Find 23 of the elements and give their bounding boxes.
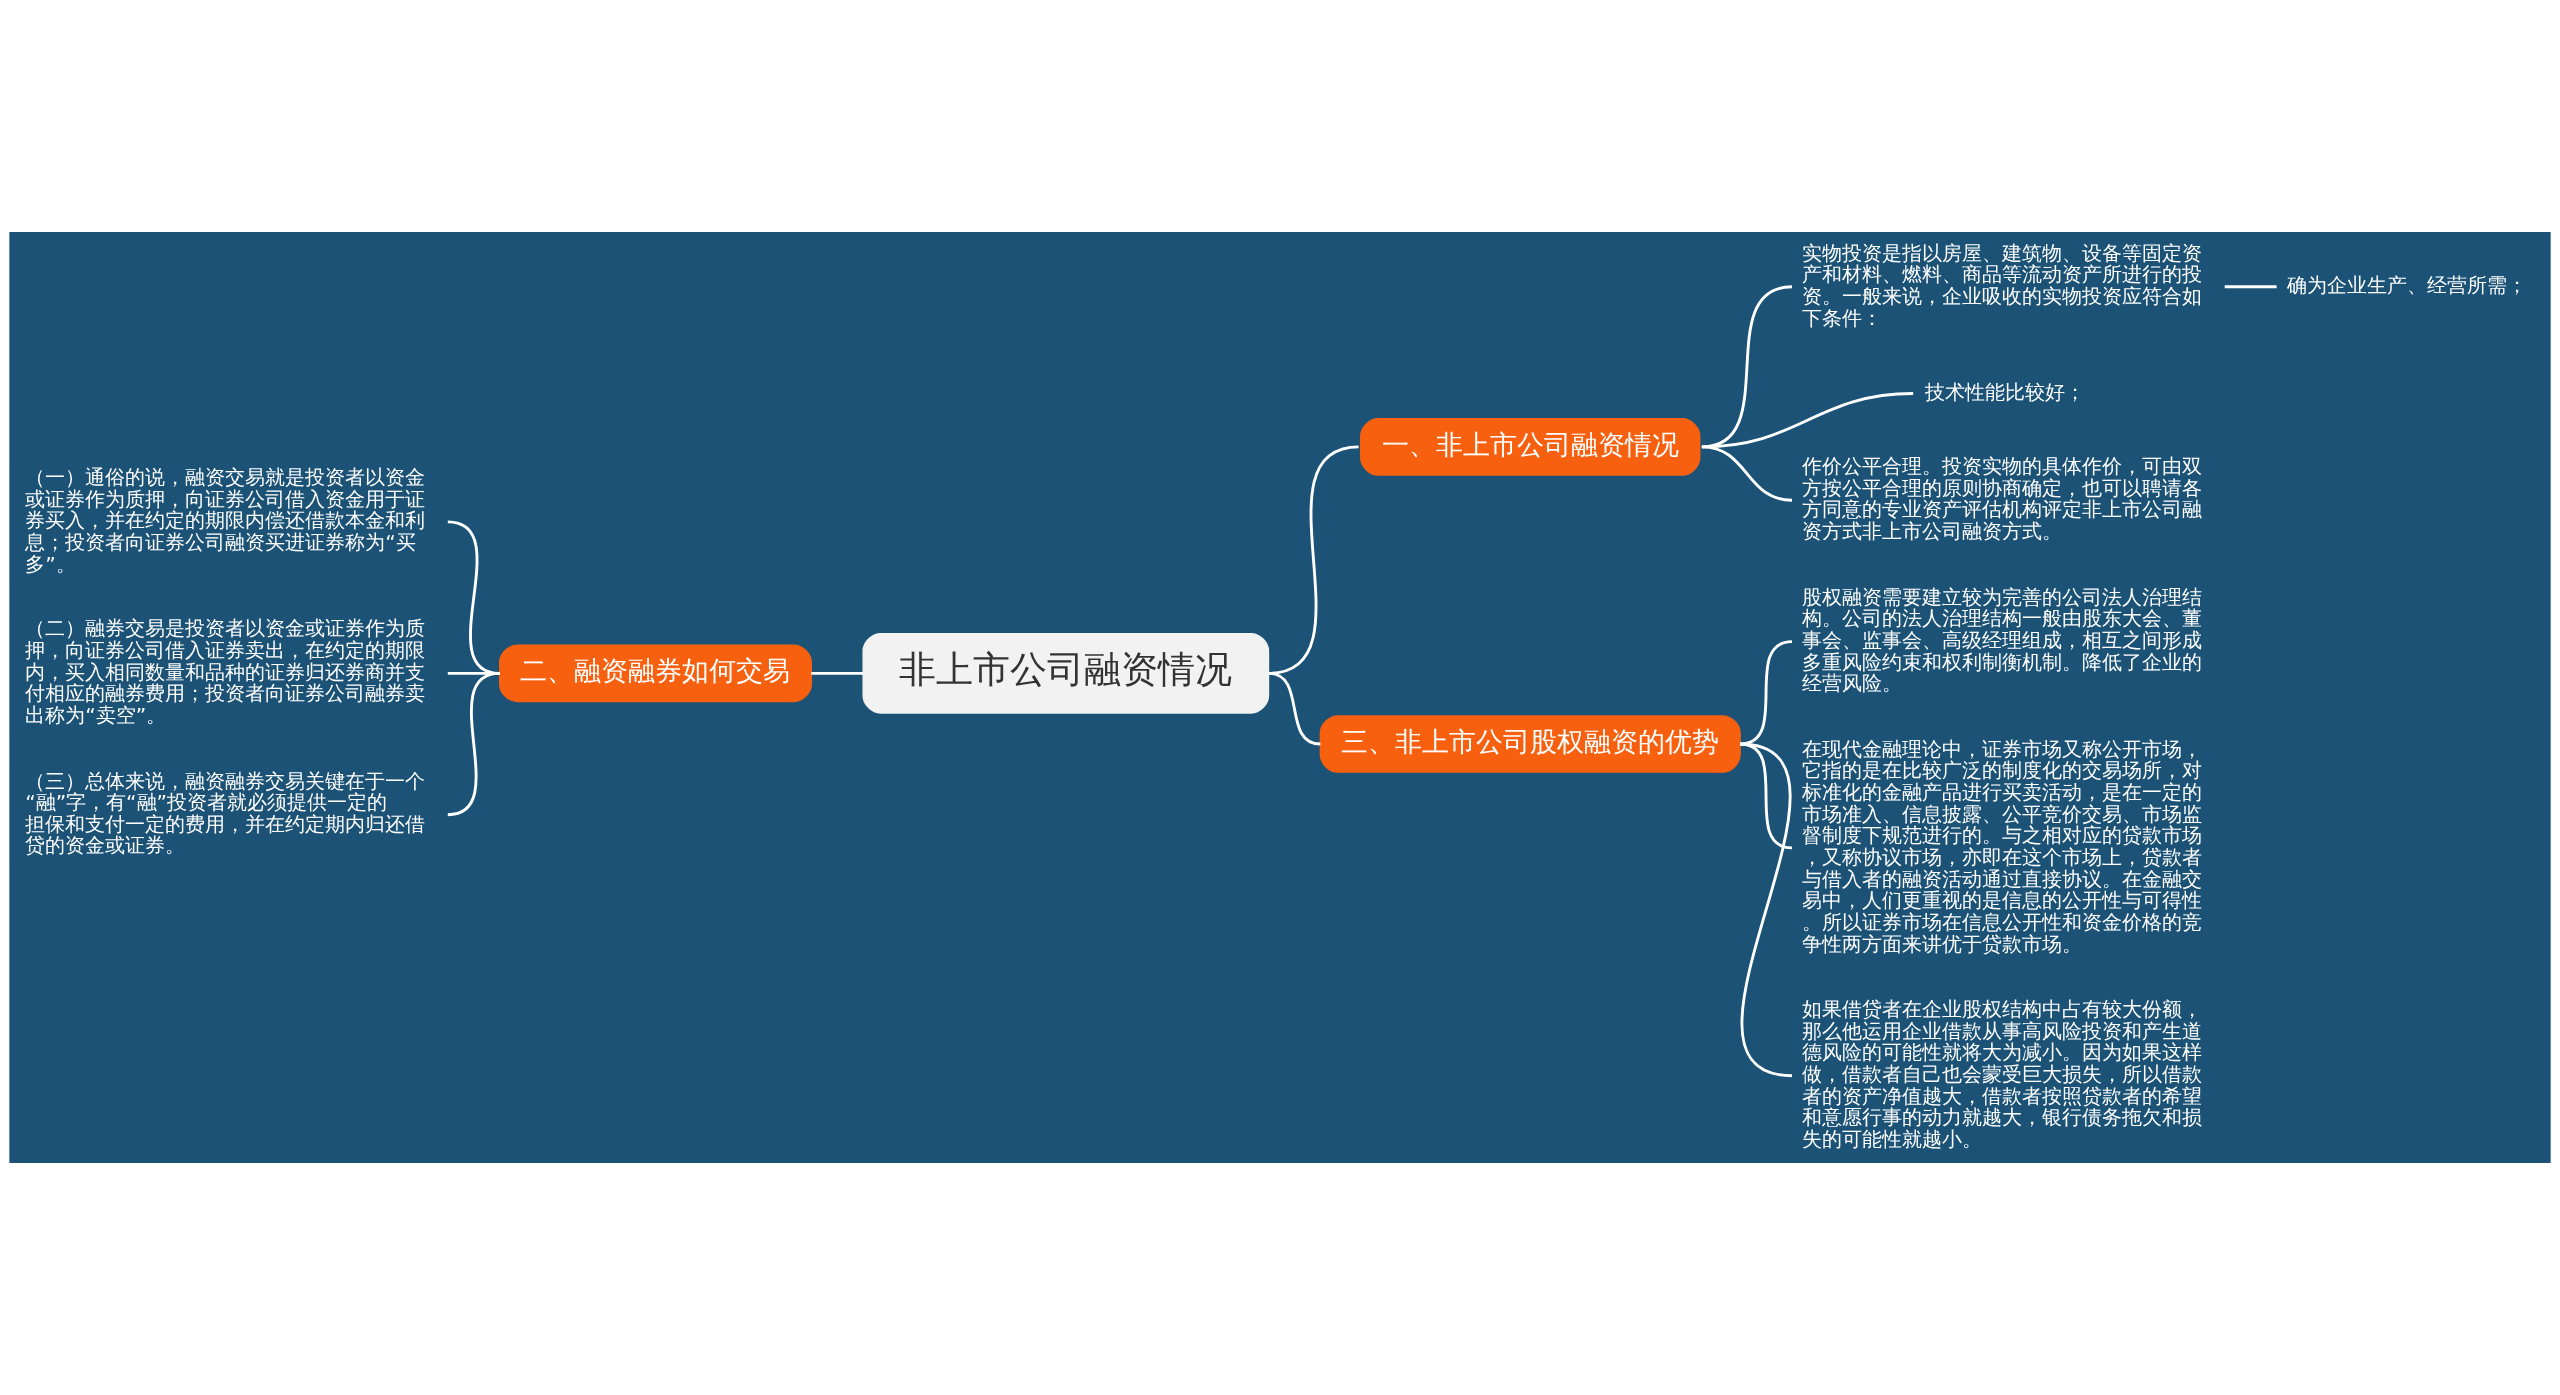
connector <box>811 671 864 675</box>
node-box: 二、融资融券如何交易 <box>499 644 812 703</box>
node-box: 非上市公司融资情况 <box>862 632 1270 714</box>
node-text: 确为企业生产、经营所需； <box>2286 273 2527 298</box>
connector <box>1739 640 1793 746</box>
node-text: （一）通俗的说，融资交易就是投资者以资金或证券作为质押，向证券公司借入资金用于证券买入，并在约定的期限内偿还借款本金和利息；投资者向证券公司融资买进证券称为“买多”。 <box>25 464 426 576</box>
connector <box>447 671 500 817</box>
node-box: 三、非上市公司股权融资的优势 <box>1319 715 1741 773</box>
node-text: 股权融资需要建立较为完善的公司法人治理结构。公司的法人治理结构一般由股东大会、董事会、监事会、高级经理组成，相互之间形成多重风险约束和权利制衡机制。降低了企业的经营风险。 <box>1802 584 2203 696</box>
connector <box>2224 285 2277 289</box>
connector <box>1268 671 1321 746</box>
node-text: 如果借贷者在企业股权结构中占有较大份额，那么他运用企业借款从事高风险投资和产生道德风险的可能性就将大为减小。因为如果这样做，借款者自己也会蒙受巨大损失，所以借款者的资产净值越大，借款者按照贷款者的希望和意愿行事的动力就越大，银行债务拖欠和损失的可能性就越小。 <box>1802 997 2203 1151</box>
node-text: 实物投资是指以房屋、建筑物、设备等固定资产和材料、燃料、商品等流动资产所进行的投资。一般来说，企业吸收的实物投资应符合如下条件： <box>1802 240 2203 330</box>
connector <box>1739 742 1793 850</box>
connector <box>1701 445 1793 502</box>
node-text: （二）融券交易是投资者以资金或证券作为质押，向证券公司借入证券卖出，在约定的期限内，买入相同数量和品种的证券归还券商并支付相应的融券费用；投资者向证券公司融券卖出称为“卖空”。 <box>25 616 426 727</box>
node-text: 作价公平合理。投资实物的具体作价，可由双方按公平合理的原则协商确定，也可以聘请各方同意的专业资产评估机构评定非上市公司融资方式非上市公司融资方式。 <box>1802 454 2203 544</box>
node-text: （三）总体来说，融资融券交易关键在于一个“融”字，有“融”投资者就必须提供一定的担保和支付一定的费用，并在约定期内归还借贷的资金或证券。 <box>25 768 426 858</box>
node-text: 在现代金融理论中，证券市场又称公开市场，它指的是在比较广泛的制度化的交易场所，对标准化的金融产品进行买卖活动，是在一定的市场准入、信息披露、公平竞价交易、市场监督制度下规范进行的。与之相对应的贷款市场，又称协议市场，亦即在这个市场上，贷款者与借入者的融资活动通过直接协议。在金融交易中，人们更重视的是信息的公开性与可得性。所以证券市场在信息公开性和资金价格的竞争性两方面来讲优于贷款市场。 <box>1802 736 2203 956</box>
connector <box>1739 742 1793 1078</box>
node-text: 技术性能比较好； <box>1925 379 2086 404</box>
connector <box>1701 392 1914 449</box>
node-box: 一、非上市公司融资情况 <box>1360 418 1701 476</box>
